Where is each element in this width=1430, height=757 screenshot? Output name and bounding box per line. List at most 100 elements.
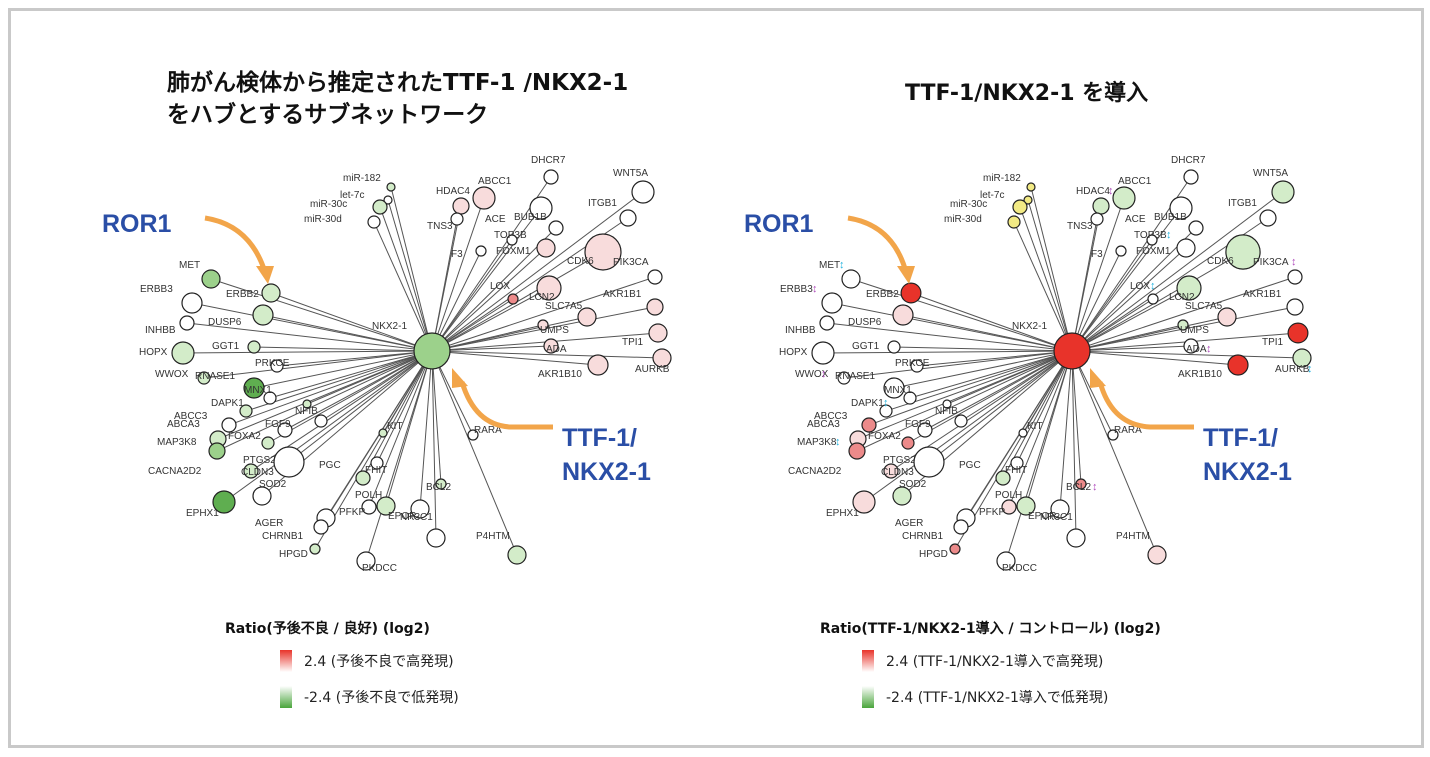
node-akr1b1[interactable] (646, 298, 664, 316)
node-mir-182[interactable] (386, 182, 396, 192)
node-itgb1[interactable] (619, 209, 637, 227)
node-let-7c[interactable] (1023, 195, 1033, 205)
node-slc7a5[interactable] (577, 307, 597, 327)
node-foxa2[interactable] (261, 436, 275, 450)
node-fgf9[interactable] (917, 422, 933, 438)
node-erbb2[interactable] (261, 283, 281, 303)
node-pgc[interactable] (355, 470, 371, 486)
node-ace[interactable] (1169, 196, 1193, 220)
node-polh[interactable] (376, 496, 396, 516)
node-rara[interactable] (1107, 429, 1119, 441)
node-chrnb1[interactable] (953, 519, 969, 535)
node-sod2[interactable] (252, 486, 272, 506)
node-pik3ca[interactable] (1287, 269, 1303, 285)
node-top3b[interactable] (1146, 234, 1158, 246)
node-itgb1[interactable] (1259, 209, 1277, 227)
node-lcn2[interactable] (1176, 275, 1202, 301)
node-kit[interactable] (378, 428, 388, 438)
node-map3k8[interactable] (848, 442, 866, 460)
node-bub1b[interactable] (1188, 220, 1204, 236)
node-ptgs2[interactable] (954, 414, 968, 428)
node-inhbb[interactable] (819, 315, 835, 331)
node-abcc3[interactable] (861, 417, 877, 433)
node-nr3c1[interactable] (426, 528, 446, 548)
node-mir-182[interactable] (1026, 182, 1036, 192)
node-pkdcc[interactable] (996, 551, 1016, 571)
node-p4htm[interactable] (1147, 545, 1167, 565)
node-cacna2d2[interactable] (273, 446, 305, 478)
node-let-7c[interactable] (383, 195, 393, 205)
node-foxm1[interactable] (1176, 238, 1196, 258)
node-akr1b10[interactable] (1227, 354, 1249, 376)
node-ggt1[interactable] (247, 340, 261, 354)
node-cdk6[interactable] (584, 233, 622, 271)
node-foxm1[interactable] (536, 238, 556, 258)
node-mnx1[interactable] (903, 391, 917, 405)
node-ephx1[interactable] (212, 490, 236, 514)
node-map3k8[interactable] (208, 442, 226, 460)
node-umps[interactable] (537, 319, 549, 331)
node-hopx[interactable] (811, 341, 835, 365)
node-f3[interactable] (1115, 245, 1127, 257)
node-ace[interactable] (529, 196, 553, 220)
node-rara[interactable] (467, 429, 479, 441)
node-abcc1[interactable] (1112, 186, 1136, 210)
node-fhit[interactable] (1010, 456, 1024, 470)
node-bub1b[interactable] (548, 220, 564, 236)
node-aurkb[interactable] (1292, 348, 1312, 368)
node-mir-30c[interactable] (1012, 199, 1028, 215)
node-erbb2[interactable] (900, 282, 922, 304)
node-ggt1[interactable] (887, 340, 901, 354)
node-hdac4[interactable] (1092, 197, 1110, 215)
node-aurkb[interactable] (652, 348, 672, 368)
node-foxa2[interactable] (901, 436, 915, 450)
node-nr3c1[interactable] (1066, 528, 1086, 548)
node-bcl2[interactable] (435, 478, 447, 490)
node-ada[interactable] (543, 338, 559, 354)
node-lox[interactable] (1147, 293, 1159, 305)
node-cldn3[interactable] (883, 463, 899, 479)
node-mnx1[interactable] (263, 391, 277, 405)
node-lox[interactable] (507, 293, 519, 305)
node-inhbb[interactable] (179, 315, 195, 331)
node-nfib[interactable] (302, 399, 312, 409)
node-mir-30d[interactable] (367, 215, 381, 229)
node-pfkp[interactable] (361, 499, 377, 515)
left-hub-node[interactable] (413, 332, 451, 370)
node-dusp6[interactable] (892, 304, 914, 326)
node-mir-30d[interactable] (1007, 215, 1021, 229)
node-pgc[interactable] (995, 470, 1011, 486)
node-rnase1[interactable] (243, 377, 265, 399)
node-prkce[interactable] (270, 359, 284, 373)
node-kit[interactable] (1018, 428, 1028, 438)
node-rnase1[interactable] (883, 377, 905, 399)
node-hpgd[interactable] (309, 543, 321, 555)
node-ptgs2[interactable] (314, 414, 328, 428)
node-wnt5a[interactable] (631, 180, 655, 204)
node-epor[interactable] (410, 499, 430, 519)
node-nfib[interactable] (942, 399, 952, 409)
right-hub-node[interactable] (1053, 332, 1091, 370)
node-cacna2d2[interactable] (913, 446, 945, 478)
node-erbb3[interactable] (821, 292, 843, 314)
node-dhcr7[interactable] (1183, 169, 1199, 185)
node-pik3ca[interactable] (647, 269, 663, 285)
node-f3[interactable] (475, 245, 487, 257)
node-tns3[interactable] (450, 212, 464, 226)
node-slc7a5[interactable] (1217, 307, 1237, 327)
node-ephx1[interactable] (852, 490, 876, 514)
node-abcc1[interactable] (472, 186, 496, 210)
node-fhit[interactable] (370, 456, 384, 470)
node-wwox[interactable] (197, 371, 211, 385)
node-ada[interactable] (1183, 338, 1199, 354)
node-hpgd[interactable] (949, 543, 961, 555)
node-akr1b10[interactable] (587, 354, 609, 376)
node-p4htm[interactable] (507, 545, 527, 565)
node-pkdcc[interactable] (356, 551, 376, 571)
node-cldn3[interactable] (243, 463, 259, 479)
node-wnt5a[interactable] (1271, 180, 1295, 204)
node-hopx[interactable] (171, 341, 195, 365)
node-dusp6[interactable] (252, 304, 274, 326)
node-hdac4[interactable] (452, 197, 470, 215)
node-fgf9[interactable] (277, 422, 293, 438)
